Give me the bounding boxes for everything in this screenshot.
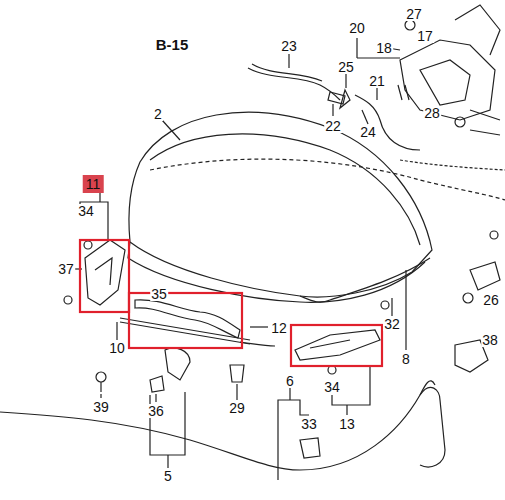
callout-number: 17 <box>416 29 434 43</box>
callout-number: 32 <box>383 317 401 331</box>
callout-number: 13 <box>338 417 356 431</box>
callout-number: 11 <box>83 175 104 193</box>
callout-number: 25 <box>337 60 355 74</box>
callout-number: 22 <box>324 119 342 133</box>
callout-number: 34 <box>323 380 341 394</box>
callout-number: 29 <box>228 401 246 415</box>
callout-number: 10 <box>108 341 126 355</box>
callout-number: 12 <box>270 321 288 335</box>
callout-number: 8 <box>401 352 411 366</box>
callout-number: 28 <box>423 106 441 120</box>
callout-number: 35 <box>150 287 168 301</box>
callout-number: 2 <box>153 107 163 121</box>
callout-number: 37 <box>57 262 75 276</box>
callout-number: 33 <box>300 417 318 431</box>
callout-number: 39 <box>92 400 110 414</box>
callout-number: 18 <box>375 41 393 55</box>
callout-number: 34 <box>77 204 95 218</box>
callout-number: 5 <box>163 469 173 483</box>
callout-number: 24 <box>359 125 377 139</box>
callout-number: 21 <box>368 74 386 88</box>
reference-label: B-15 <box>155 37 190 52</box>
callout-number: 26 <box>482 293 500 307</box>
highlight-callout: 11 <box>83 175 104 193</box>
callout-number: 23 <box>280 39 298 53</box>
callout-number: 36 <box>147 404 165 418</box>
callout-number: 38 <box>481 333 499 347</box>
callout-number: 6 <box>285 374 295 388</box>
callout-number: 27 <box>405 7 423 21</box>
callout-number: 20 <box>348 21 366 35</box>
